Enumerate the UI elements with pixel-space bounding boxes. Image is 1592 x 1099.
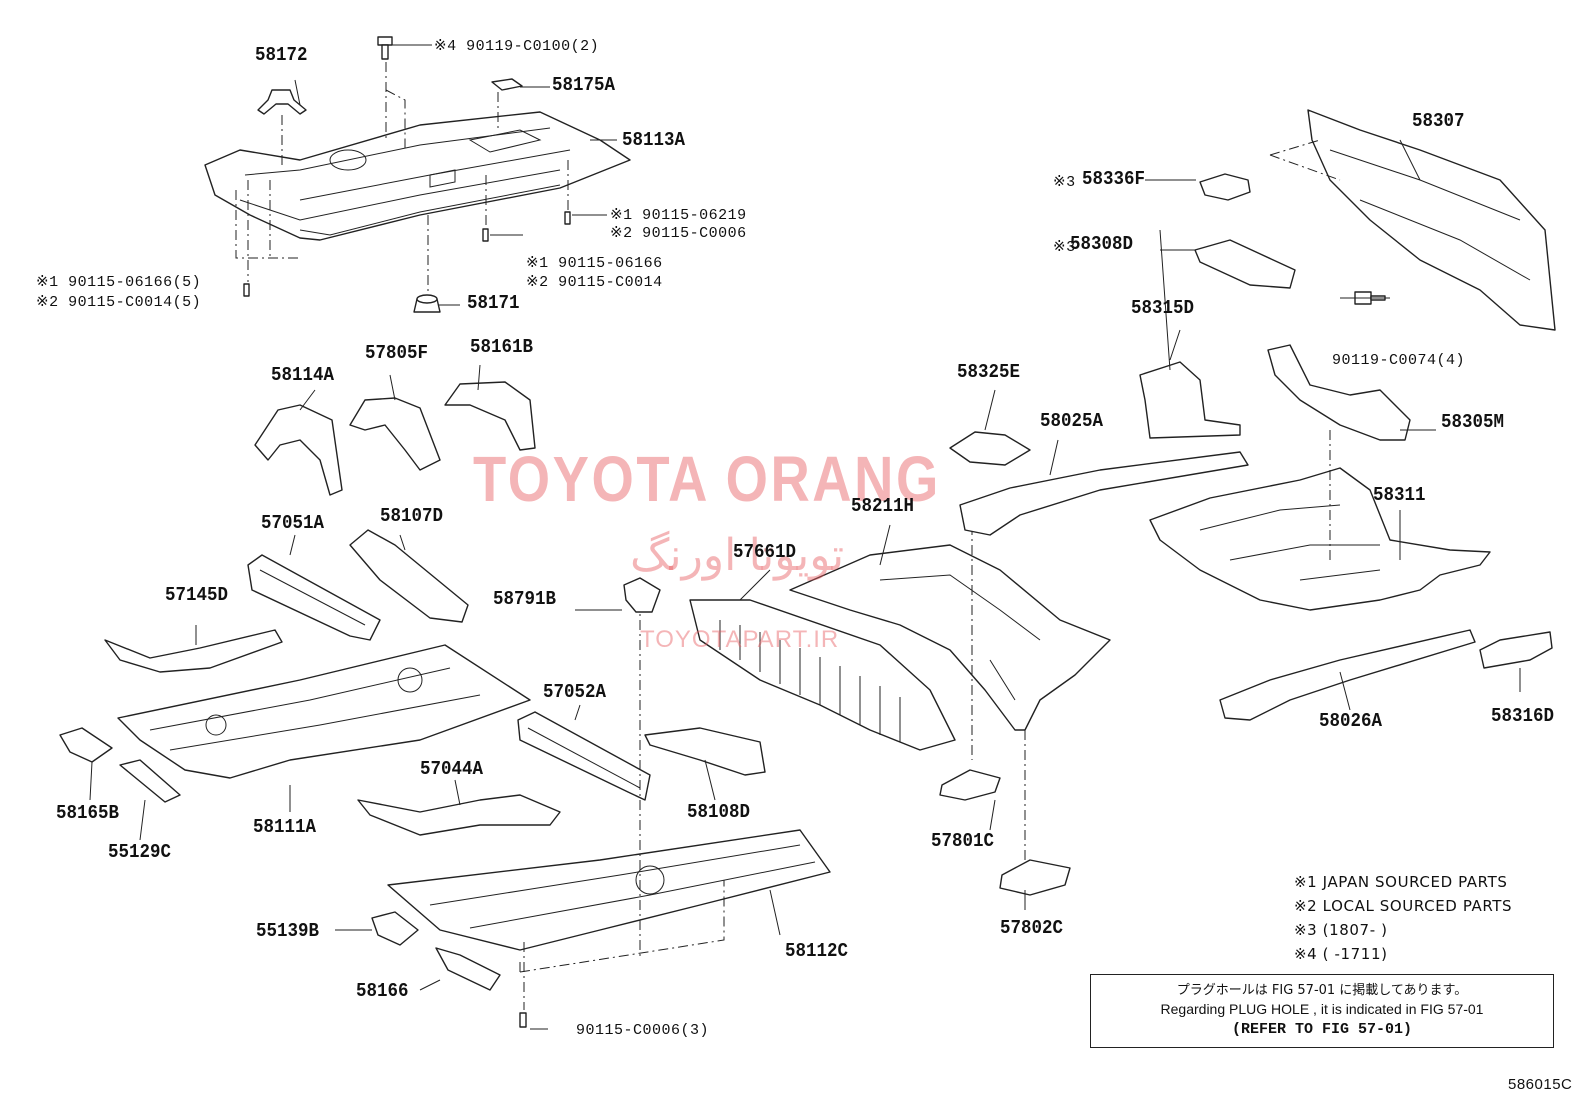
- label-58025A: 58025A: [1040, 410, 1103, 432]
- part-57802C-drawing: [999, 859, 1071, 896]
- part-58211H-drawing: [789, 544, 1111, 731]
- note-japanese: プラグホールは FIG 57-01 に掲載してあります。: [1176, 983, 1468, 998]
- marker-58336F: ※3: [1053, 174, 1076, 191]
- label-58211H: 58211H: [851, 495, 914, 517]
- label-bolt-90115-C0006-3: 90115-C0006(3): [576, 1022, 710, 1039]
- part-58165B-drawing: [59, 727, 113, 763]
- legend-note-4: ※4 ( -1711): [1294, 945, 1388, 963]
- label-bolt-90115-C0014: ※2 90115-C0014: [526, 274, 663, 291]
- label-bolt-90115-06219: ※1 90115-06219: [610, 207, 747, 224]
- part-58114A-drawing: [254, 404, 343, 496]
- part-58107D-drawing: [349, 529, 469, 623]
- label-57661D: 57661D: [733, 541, 796, 563]
- label-58107D: 58107D: [380, 505, 443, 527]
- part-57044A-drawing: [357, 794, 561, 836]
- part-58111A-drawing: [117, 644, 531, 779]
- note-reference: (REFER TO FIG 57-01): [1231, 1021, 1413, 1038]
- label-57145D: 57145D: [165, 584, 228, 606]
- label-58026A: 58026A: [1319, 710, 1382, 732]
- bolt-90115-06166: [482, 228, 489, 242]
- part-57051A-drawing: [247, 554, 381, 641]
- part-58325E-drawing: [949, 431, 1031, 466]
- bolt-90115-06166-5: [243, 283, 250, 297]
- part-58175A-drawing: [491, 78, 523, 91]
- bolt-90115-C0006-3: [519, 1012, 527, 1028]
- label-58305M: 58305M: [1441, 411, 1504, 433]
- label-58791B: 58791B: [493, 588, 556, 610]
- label-58325E: 58325E: [957, 361, 1020, 383]
- part-58316D-drawing: [1479, 631, 1553, 669]
- label-58336F: 58336F: [1082, 168, 1145, 190]
- plug-hole-note: プラグホールは FIG 57-01 に掲載してあります。 Regarding P…: [1090, 974, 1554, 1048]
- legend-local-sourced: ※2 LOCAL SOURCED PARTS: [1294, 897, 1513, 915]
- part-58113A-drawing: [204, 111, 631, 241]
- part-57801C-drawing: [939, 769, 1001, 801]
- part-58025A-drawing: [959, 451, 1249, 536]
- label-58108D: 58108D: [687, 801, 750, 823]
- part-55129C-drawing: [119, 759, 181, 803]
- label-57802C: 57802C: [1000, 917, 1063, 939]
- part-57145D-drawing: [104, 629, 283, 673]
- part-58112C-drawing: [387, 829, 831, 951]
- label-55129C: 55129C: [108, 841, 171, 863]
- bolt-90115-06219: [564, 211, 571, 225]
- label-bolt-90115-C0006: ※2 90115-C0006: [610, 225, 747, 242]
- part-58308D-drawing: [1194, 239, 1296, 289]
- label-55139B: 55139B: [256, 920, 319, 942]
- part-58026A-drawing: [1219, 629, 1476, 721]
- label-58307: 58307: [1412, 110, 1465, 132]
- note-english: Regarding PLUG HOLE , it is indicated in…: [1160, 1001, 1484, 1017]
- label-57051A: 57051A: [261, 512, 324, 534]
- part-58166-drawing: [435, 947, 501, 991]
- label-58111A: 58111A: [253, 816, 316, 838]
- watermark-persian: تویوتا اورنگ: [630, 531, 845, 580]
- label-bolt-90115-C0014-5: ※2 90115-C0014(5): [36, 294, 202, 311]
- label-58161B: 58161B: [470, 336, 533, 358]
- label-58316D: 58316D: [1491, 705, 1554, 727]
- legend-japan-sourced: ※1 JAPAN SOURCED PARTS: [1294, 873, 1508, 891]
- part-58336F-drawing: [1199, 173, 1251, 201]
- part-58791B-drawing: [623, 577, 661, 613]
- bolt-90119-C0100: [377, 36, 393, 60]
- label-bolt-90119-C0074: 90119-C0074(4): [1332, 352, 1466, 369]
- watermark-brand: TOYOTA ORANG: [473, 443, 941, 515]
- part-57052A-drawing: [517, 711, 651, 801]
- label-58113A: 58113A: [622, 129, 685, 151]
- label-58171: 58171: [467, 292, 520, 314]
- part-57661D-drawing: [689, 599, 956, 751]
- part-55139B-drawing: [371, 911, 419, 946]
- label-58308D: 58308D: [1070, 233, 1133, 255]
- part-58108D-drawing: [644, 727, 766, 776]
- label-bolt-90119-C0100: ※4 90119-C0100(2): [434, 38, 600, 55]
- watermark-site: TOYOTAPART.IR: [640, 626, 840, 653]
- legend-note-3: ※3 (1807- ): [1294, 921, 1388, 939]
- label-bolt-90115-06166: ※1 90115-06166: [526, 255, 663, 272]
- label-58112C: 58112C: [785, 940, 848, 962]
- label-57801C: 57801C: [931, 830, 994, 852]
- figure-code: 586015C: [1508, 1076, 1573, 1093]
- part-58307-drawing: [1307, 109, 1556, 331]
- label-58165B: 58165B: [56, 802, 119, 824]
- part-57805F-drawing: [349, 397, 441, 471]
- part-58172-drawing: [257, 89, 307, 115]
- label-58166: 58166: [356, 980, 409, 1002]
- label-bolt-90115-06166-5: ※1 90115-06166(5): [36, 274, 202, 291]
- label-58311: 58311: [1373, 484, 1426, 506]
- part-58171-drawing: [413, 294, 441, 313]
- label-58172: 58172: [255, 44, 308, 66]
- label-57052A: 57052A: [543, 681, 606, 703]
- label-57044A: 57044A: [420, 758, 483, 780]
- label-57805F: 57805F: [365, 342, 428, 364]
- part-58315D-drawing: [1139, 361, 1241, 439]
- label-58114A: 58114A: [271, 364, 334, 386]
- marker-58308D: ※3: [1053, 239, 1076, 256]
- part-58311-drawing: [1149, 467, 1491, 611]
- part-58161B-drawing: [444, 381, 536, 451]
- label-58175A: 58175A: [552, 74, 615, 96]
- label-58315D: 58315D: [1131, 297, 1194, 319]
